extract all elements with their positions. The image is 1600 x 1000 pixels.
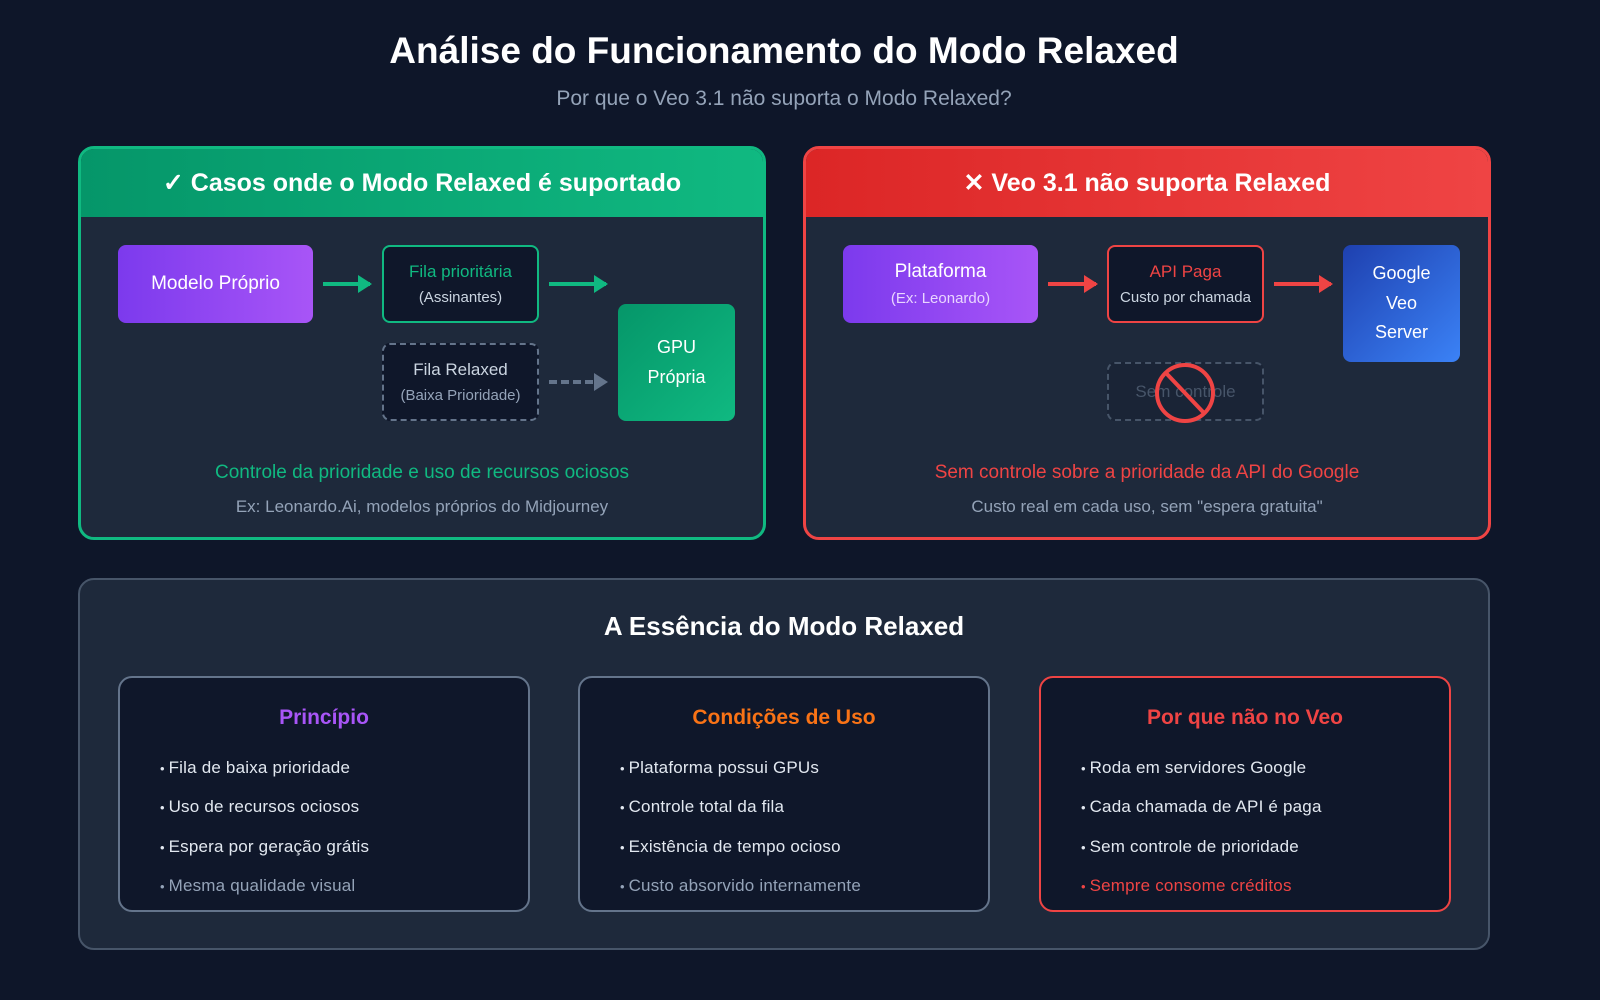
why-not-veo-card: Por que não no Veo Roda em servidores Go…: [1039, 676, 1451, 912]
supported-header: ✓ Casos onde o Modo Relaxed é suportado: [81, 149, 763, 217]
page-title: Análise do Funcionamento do Modo Relaxed: [389, 30, 1179, 71]
card-title: Princípio: [279, 706, 369, 729]
server-line1: Google: [1372, 262, 1431, 283]
api-title: API Paga: [1149, 262, 1222, 282]
list-item: Cada chamada de API é paga: [1081, 797, 1322, 836]
gpu-line1: GPU: [656, 336, 696, 357]
list-item: Fila de baixa prioridade: [160, 758, 369, 797]
model-label: Modelo Próprio: [151, 272, 280, 294]
card-title: Condições de Uso: [692, 706, 876, 729]
list-item: Controle total da fila: [620, 797, 861, 836]
priority-queue-box: Fila prioritária (Assinantes): [382, 245, 539, 323]
arrow-icon: [1274, 275, 1333, 293]
list-item: Espera por geração grátis: [160, 837, 369, 876]
api-sub: Custo por chamada: [1120, 288, 1251, 306]
model-box: Modelo Próprio: [118, 245, 313, 323]
list-item: Sempre consome créditos: [1081, 876, 1322, 915]
list-item: Roda em servidores Google: [1081, 758, 1322, 797]
gpu-line2: Própria: [647, 366, 706, 387]
platform-sub: (Ex: Leonardo): [890, 290, 991, 308]
google-server-box: Google Veo Server: [1343, 245, 1460, 362]
list-item: Plataforma possui GPUs: [620, 758, 861, 797]
dashed-arrow-icon: [549, 373, 608, 391]
relaxed-queue-sub: (Baixa Prioridade): [400, 386, 521, 404]
list-item: Existência de tempo ocioso: [620, 837, 861, 876]
priority-queue-sub: (Assinantes): [418, 288, 503, 306]
arrow-icon: [323, 275, 372, 293]
card-title: Por que não no Veo: [1146, 706, 1344, 729]
page-subtitle: Por que o Veo 3.1 não suporta o Modo Rel…: [556, 87, 1012, 110]
list-item: Mesma qualidade visual: [160, 876, 369, 915]
unsupported-example: Custo real em cada uso, sem "espera grat…: [971, 497, 1323, 516]
supported-note: Controle da prioridade e uso de recursos…: [214, 462, 629, 483]
platform-title: Plataforma: [894, 260, 987, 282]
arrow-icon: [1048, 275, 1098, 293]
list-item: Sem controle de prioridade: [1081, 837, 1322, 876]
unsupported-header: ✕ Veo 3.1 não suporta Relaxed: [806, 149, 1488, 217]
platform-box: Plataforma (Ex: Leonardo): [843, 245, 1038, 323]
list-item: Uso de recursos ociosos: [160, 797, 369, 836]
priority-queue-title: Fila prioritária: [409, 262, 512, 282]
prohibited-icon: [1155, 363, 1215, 423]
unsupported-note: Sem controle sobre a prioridade da API d…: [934, 462, 1360, 483]
api-box: API Paga Custo por chamada: [1107, 245, 1264, 323]
list-item: Custo absorvido internamente: [620, 876, 861, 915]
relaxed-queue-title: Fila Relaxed: [413, 360, 508, 380]
server-line2: Veo: [1385, 292, 1418, 313]
relaxed-queue-box: Fila Relaxed (Baixa Prioridade): [382, 343, 539, 421]
gpu-box: GPU Própria: [618, 304, 735, 421]
essence-title: A Essência do Modo Relaxed: [603, 611, 965, 641]
conditions-card: Condições de Uso Plataforma possui GPUs …: [578, 676, 990, 912]
server-line3: Server: [1374, 322, 1428, 343]
arrow-icon: [549, 275, 608, 293]
supported-example: Ex: Leonardo.Ai, modelos próprios do Mid…: [235, 497, 609, 516]
principle-card: Princípio Fila de baixa prioridade Uso d…: [118, 676, 530, 912]
